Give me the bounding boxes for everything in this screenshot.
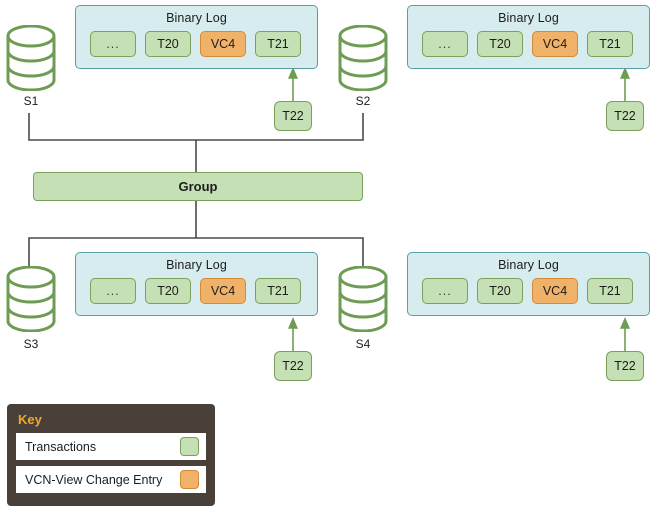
binlog-entry: T21 (255, 278, 301, 304)
binary-log-title: Binary Log (498, 11, 559, 25)
database-icon-s3 (5, 265, 57, 333)
binary-log-title: Binary Log (166, 258, 227, 272)
binary-log-panel-s4: Binary Log ... T20 VC4 T21 (407, 252, 650, 316)
binlog-entry-vcn: VC4 (532, 278, 578, 304)
legend-swatch-orange (180, 470, 199, 489)
database-label-s3: S3 (23, 337, 39, 351)
binlog-entry: T21 (587, 278, 633, 304)
binlog-entry: ... (90, 278, 136, 304)
legend-title: Key (18, 412, 42, 427)
binary-log-panel-s1: Binary Log ... T20 VC4 T21 (75, 5, 318, 69)
binlog-entry: ... (90, 31, 136, 57)
legend-item-label: Transactions (25, 439, 97, 454)
legend-item-vcn: VCN-View Change Entry (16, 466, 206, 493)
binlog-entry: T20 (477, 31, 523, 57)
legend-swatch-green (180, 437, 199, 456)
database-icon-s4 (337, 265, 389, 333)
binary-log-entries: ... T20 VC4 T21 (408, 25, 649, 57)
incoming-transaction-s1: T22 (274, 101, 312, 131)
incoming-transaction-s3: T22 (274, 351, 312, 381)
binlog-entry: T21 (587, 31, 633, 57)
binary-log-title: Binary Log (166, 11, 227, 25)
database-label-s2: S2 (355, 94, 371, 108)
binary-log-entries: ... T20 VC4 T21 (408, 272, 649, 304)
binlog-entry: ... (422, 278, 468, 304)
binary-log-entries: ... T20 VC4 T21 (76, 25, 317, 57)
group-bar: Group (33, 172, 363, 201)
database-icon-s1 (5, 24, 57, 92)
binlog-entry-vcn: VC4 (532, 31, 578, 57)
binary-log-entries: ... T20 VC4 T21 (76, 272, 317, 304)
database-label-s4: S4 (355, 337, 371, 351)
binary-log-panel-s3: Binary Log ... T20 VC4 T21 (75, 252, 318, 316)
legend-item-label: VCN-View Change Entry (25, 472, 163, 487)
binary-log-panel-s2: Binary Log ... T20 VC4 T21 (407, 5, 650, 69)
incoming-transaction-s2: T22 (606, 101, 644, 131)
binlog-entry-vcn: VC4 (200, 31, 246, 57)
incoming-transaction-s4: T22 (606, 351, 644, 381)
binlog-entry-vcn: VC4 (200, 278, 246, 304)
binlog-entry: T21 (255, 31, 301, 57)
database-label-s1: S1 (23, 94, 39, 108)
binary-log-title: Binary Log (498, 258, 559, 272)
binlog-entry: T20 (145, 278, 191, 304)
binlog-entry: T20 (145, 31, 191, 57)
legend-key: Key Transactions VCN-View Change Entry (7, 404, 215, 506)
binlog-entry: T20 (477, 278, 523, 304)
database-icon-s2 (337, 24, 389, 92)
legend-item-transactions: Transactions (16, 433, 206, 460)
binlog-entry: ... (422, 31, 468, 57)
